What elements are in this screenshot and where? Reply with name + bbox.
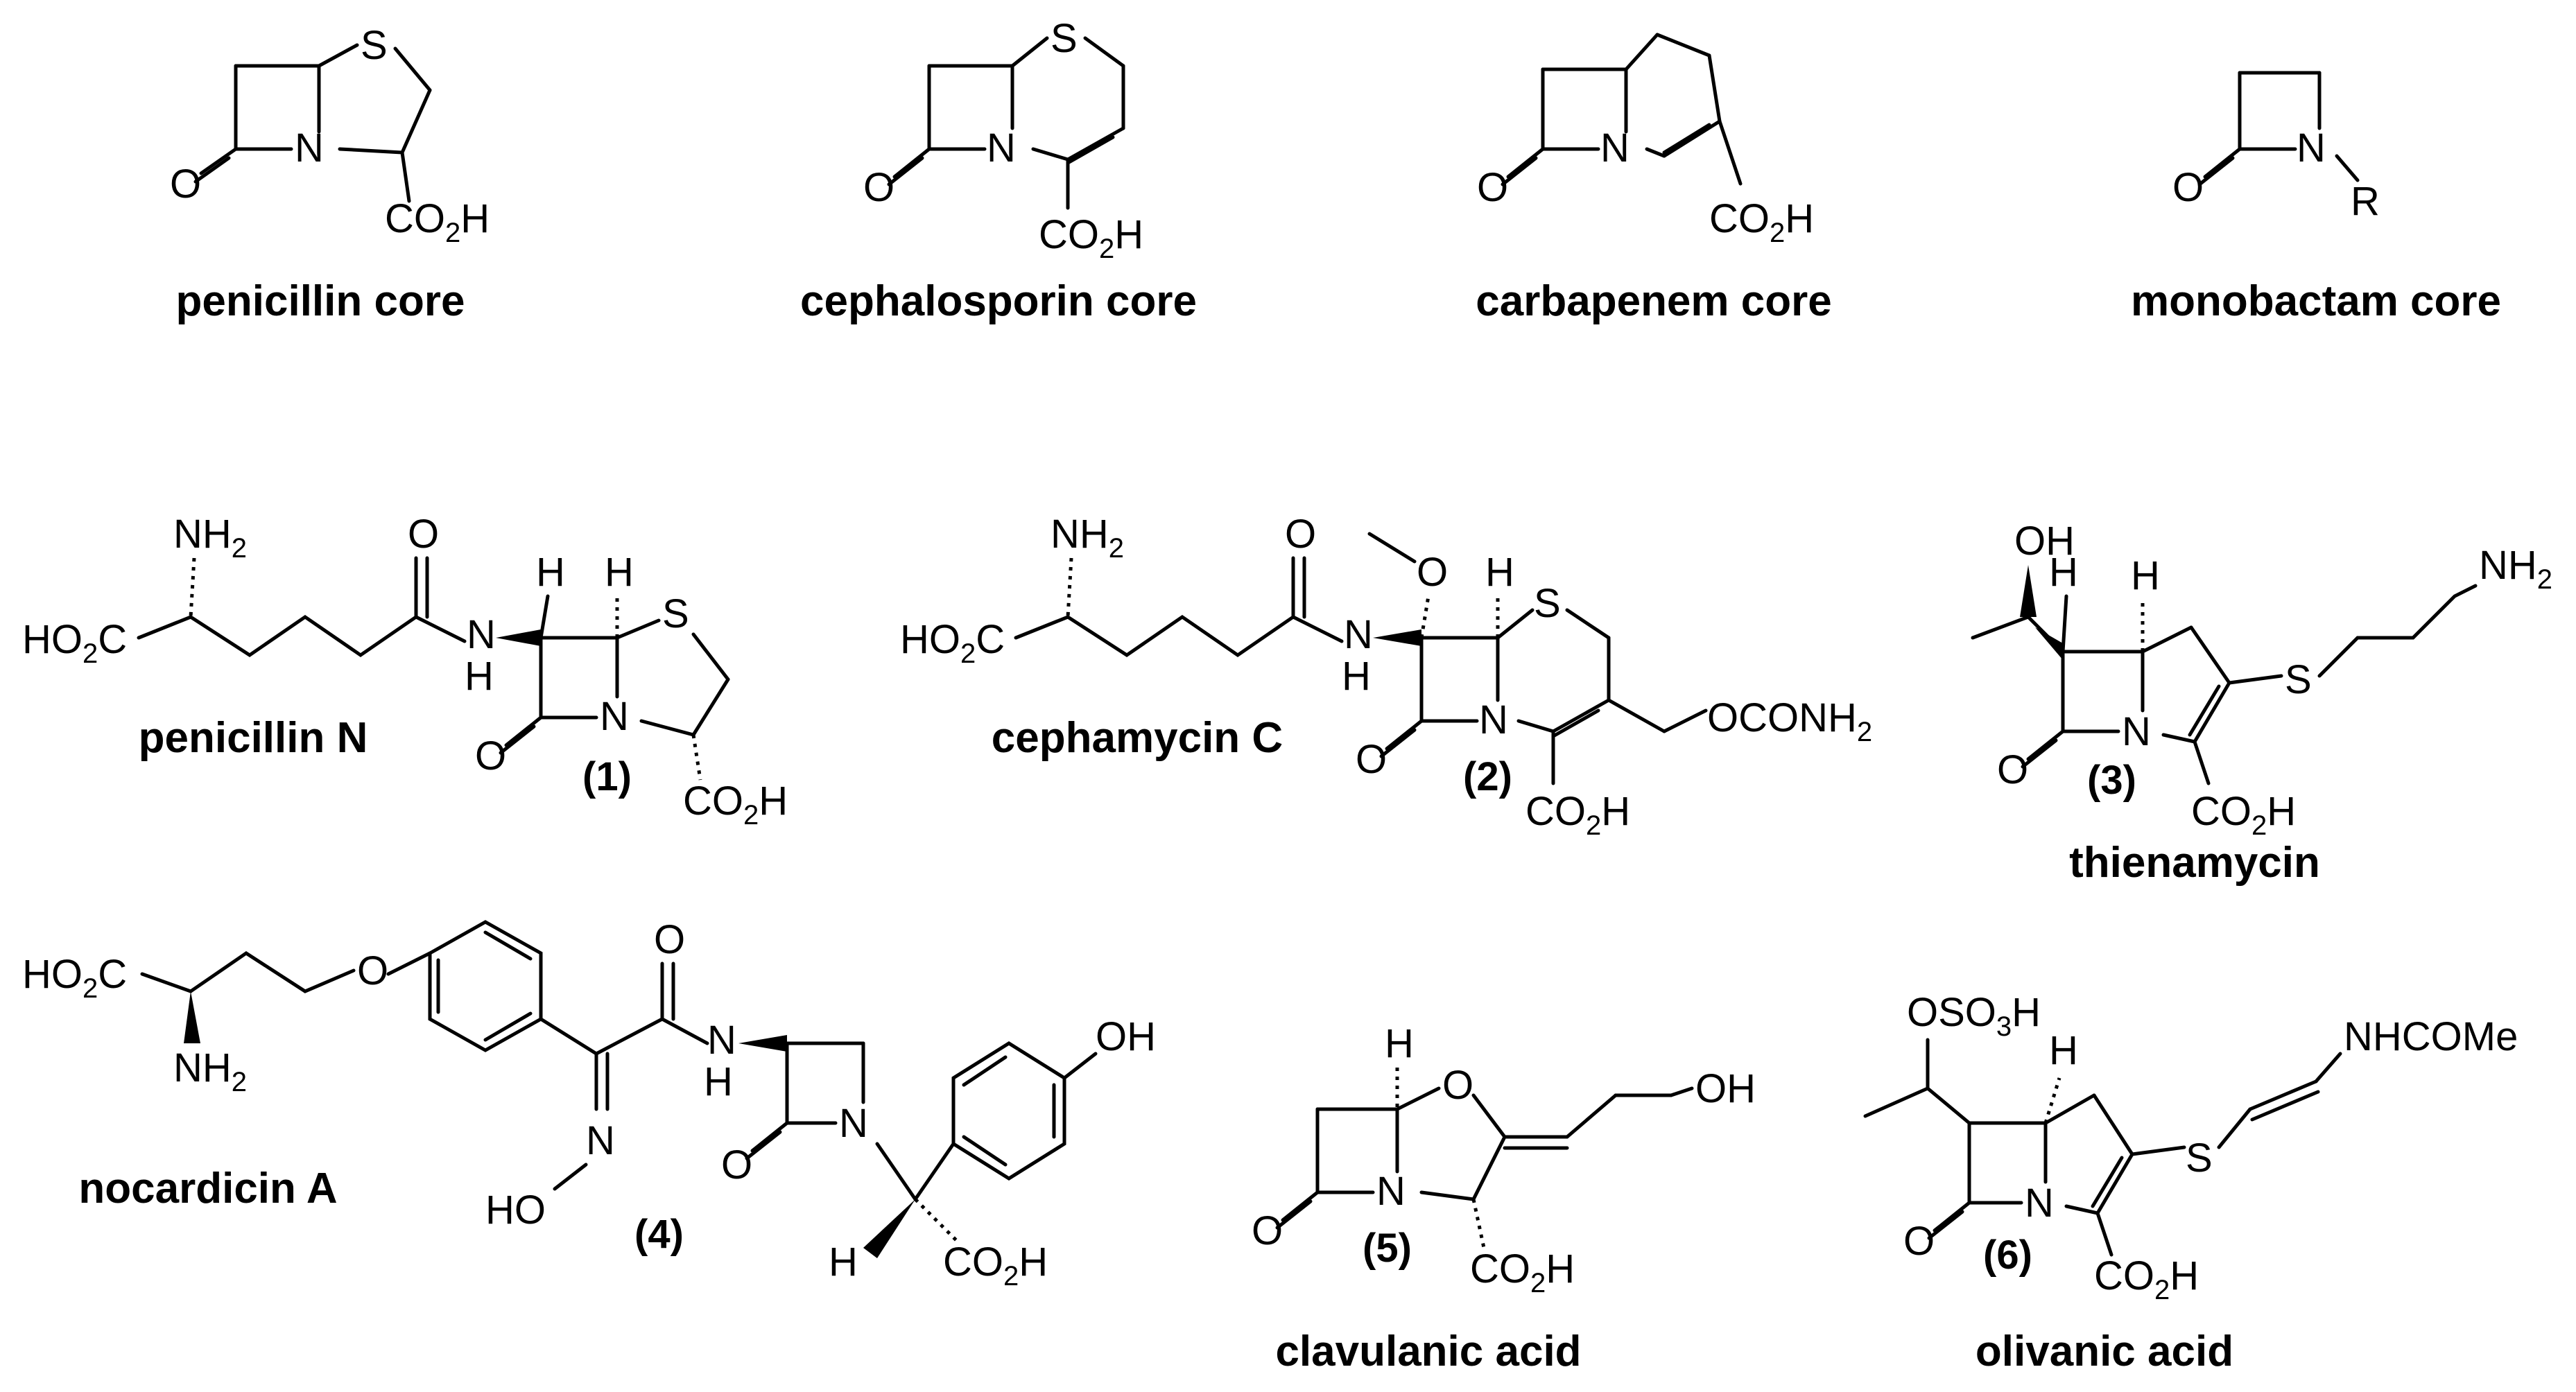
nitrogen-atom: N: [600, 694, 629, 739]
clavulanic-acid-structure: H O N OH O CO2H (5) clavulanic acid: [1252, 1021, 1756, 1375]
clavulanic-acid-caption: clavulanic acid: [1275, 1328, 1581, 1375]
nitrogen-atom: N: [1376, 1169, 1406, 1214]
oxygen-atom: O: [1356, 737, 1387, 782]
carboxyl-group: CO2H: [385, 196, 490, 248]
ring-oxygen: O: [1442, 1063, 1473, 1108]
compound-number: (6): [1983, 1233, 2032, 1278]
oxygen-atom: O: [721, 1142, 752, 1187]
cephamycin-c-structure: NH2 HO2C O N H O H S N OCONH2 O CO2H: [900, 512, 1872, 841]
carboxylic-acid-group: HO2C: [900, 617, 1005, 669]
carboxyl-group: CO2H: [1470, 1246, 1575, 1298]
nitrogen-atom: N: [2025, 1181, 2054, 1226]
sulfur-atom: S: [662, 591, 689, 636]
hydrogen-label: H: [1485, 550, 1514, 595]
oxygen-atom: O: [1477, 165, 1508, 210]
sulfur-atom: S: [1051, 16, 1078, 61]
carbamate-group: OCONH2: [1707, 695, 1872, 747]
compound-number: (5): [1363, 1226, 1412, 1271]
monobactam-core-caption: monobactam core: [2131, 277, 2501, 325]
oxygen-atom: O: [1252, 1208, 1283, 1253]
carboxyl-group: CO2H: [2094, 1253, 2199, 1305]
cephalosporin-core-structure: S N O CO2H cephalosporin core: [800, 16, 1197, 325]
amide-nitrogen: N: [1344, 612, 1373, 657]
methoxy-oxygen: O: [1417, 550, 1448, 595]
carboxyl-group: CO2H: [2191, 789, 2296, 841]
amide-oxygen: O: [654, 917, 685, 962]
hydrogen-label: H: [2049, 1028, 2078, 1073]
carboxyl-group: CO2H: [943, 1239, 1048, 1291]
nocardicin-a-structure: HO2C NH2 O N HO O N H N O H: [22, 917, 1156, 1291]
nitrogen-atom: N: [2297, 125, 2326, 171]
compound-number: (4): [634, 1212, 684, 1257]
phenol-hydroxyl: OH: [1096, 1014, 1156, 1059]
amide-oxygen: O: [1285, 512, 1316, 557]
hydrogen-label: H: [829, 1239, 858, 1285]
hydroxyl-group: OH: [1695, 1066, 1756, 1111]
penicillin-core-structure: S N O CO2H penicillin core: [170, 23, 490, 325]
sulfate-group: OSO3H: [1907, 990, 2041, 1042]
nitrogen-atom: N: [1479, 697, 1508, 742]
compound-number: (3): [2087, 758, 2136, 803]
cephalosporin-core-caption: cephalosporin core: [800, 277, 1197, 325]
thienamycin-caption: thienamycin: [2069, 839, 2320, 887]
nocardicin-a-caption: nocardicin A: [78, 1165, 337, 1212]
carbapenem-core-structure: N O CO2H carbapenem core: [1476, 33, 1832, 325]
penicillin-n-structure: NH2 HO2C O N H H H S N O CO2H (1) penici…: [22, 512, 788, 830]
nitrogen-atom: N: [839, 1101, 868, 1146]
sulfur-atom: S: [1534, 581, 1561, 626]
oxygen-atom: O: [1997, 747, 2028, 792]
amide-nitrogen: N: [467, 612, 496, 657]
hydrogen-label: H: [536, 550, 565, 595]
compound-number: (1): [582, 754, 632, 799]
oxygen-atom: O: [170, 162, 201, 207]
carboxyl-group: CO2H: [1525, 789, 1630, 841]
oxygen-atom: O: [1903, 1219, 1935, 1264]
nitrogen-atom: N: [2122, 709, 2151, 754]
amide-oxygen: O: [408, 512, 439, 557]
amine-group: NH2: [1051, 512, 1124, 564]
oxygen-atom: O: [2172, 165, 2204, 210]
olivanic-acid-structure: OSO3H H N S NHCOMe O CO2H (6) olivanic a…: [1863, 990, 2518, 1375]
nitrogen-atom: N: [295, 125, 324, 171]
amine-group: NH2: [173, 512, 247, 564]
hydroxyl-group: OH: [2014, 519, 2075, 564]
amide-hydrogen: H: [465, 654, 494, 699]
amide-hydrogen: H: [1342, 654, 1371, 699]
penicillin-core-caption: penicillin core: [176, 277, 465, 325]
penicillin-n-caption: penicillin N: [139, 714, 368, 762]
oxygen-atom: O: [475, 733, 506, 778]
amide-nitrogen: N: [707, 1018, 736, 1063]
acetamide-group: NHCOMe: [2344, 1014, 2518, 1059]
olivanic-acid-caption: olivanic acid: [1976, 1328, 2233, 1375]
cephamycin-c-caption: cephamycin C: [992, 714, 1283, 762]
carboxyl-group: CO2H: [1039, 212, 1143, 264]
thienamycin-structure: OH H H N S NH2 O CO2H (3) thienamycin: [1971, 519, 2552, 887]
sulfur-atom: S: [361, 23, 388, 68]
oxime-nitrogen: N: [586, 1118, 615, 1163]
carboxyl-group: CO2H: [683, 778, 788, 830]
nitrogen-atom: N: [1600, 125, 1630, 171]
carboxylic-acid-group: HO2C: [22, 617, 127, 669]
amine-group: NH2: [2479, 543, 2552, 595]
amide-hydrogen: H: [704, 1059, 733, 1104]
amine-group: NH2: [173, 1045, 247, 1097]
carboxylic-acid-group: HO2C: [22, 952, 127, 1004]
r-group-label: R: [2351, 179, 2380, 224]
carbapenem-core-caption: carbapenem core: [1476, 277, 1831, 325]
hydrogen-label: H: [1385, 1021, 1414, 1066]
oxime-hydroxyl: HO: [485, 1187, 546, 1233]
oxygen-atom: O: [863, 165, 894, 210]
sulfur-atom: S: [2285, 657, 2312, 702]
monobactam-core-structure: N O R monobactam core: [2131, 71, 2501, 325]
compound-number: (2): [1463, 754, 1512, 799]
hydrogen-label: H: [605, 550, 634, 595]
ether-oxygen: O: [357, 948, 388, 993]
hydrogen-label: H: [2049, 550, 2078, 595]
nitrogen-atom: N: [987, 125, 1016, 171]
carboxyl-group: CO2H: [1709, 196, 1814, 248]
sulfur-atom: S: [2186, 1136, 2213, 1181]
hydrogen-label: H: [2131, 553, 2160, 598]
